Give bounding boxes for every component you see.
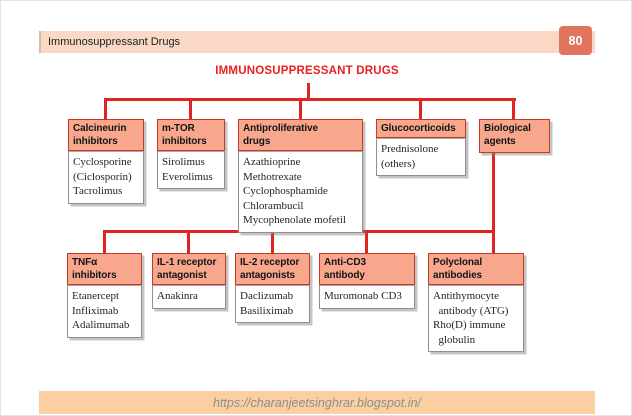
node-header: Anti-CD3 antibody [319,253,415,285]
node-items: Anakinra [152,285,226,309]
page-header-title: Immunosuppressant Drugs [48,36,181,48]
page-number-badge: 80 [559,26,592,55]
node-header: IL-2 receptor antagonists [235,253,310,285]
node-items: Daclizumab Basiliximab [235,285,310,324]
node-calcineurin-inhibitors: Calcineurin inhibitors Cyclosporine (Cic… [68,119,144,204]
node-tnf-alpha-inhibitors: TNFα inhibitors Etanercept Infliximab Ad… [67,253,142,338]
connector-row1-stub-4 [419,98,422,120]
node-mtor-inhibitors: m-TOR inhibitors Sirolimus Everolimus [157,119,225,190]
diagram-title: IMMUNOSUPPRESSANT DRUGS [215,65,399,77]
node-glucocorticoids: Glucocorticoids Prednisolone (others) [376,119,466,177]
node-items: Etanercept Infliximab Adalimumab [67,285,142,338]
node-il2-receptor-antagonists: IL-2 receptor antagonists Daclizumab Bas… [235,253,310,324]
node-header: Antiproliferative drugs [238,119,363,151]
node-header: Polyclonal antibodies [428,253,524,285]
node-header: Calcineurin inhibitors [68,119,144,151]
connector-row2-stub-2 [187,230,190,254]
node-items: Muromonab CD3 [319,285,415,309]
connector-title-stem [307,83,310,100]
connector-row1-hline [104,98,516,101]
connector-biological-stem [492,151,495,254]
node-header: IL-1 receptor antagonist [152,253,226,285]
connector-row1-stub-3 [299,98,302,120]
node-header: m-TOR inhibitors [157,119,225,151]
node-header: TNFα inhibitors [67,253,142,285]
node-items: Antithymocyte antibody (ATG) Rho(D) immu… [428,285,524,353]
node-header: Biological agents [479,119,550,153]
node-anti-cd3-antibody: Anti-CD3 antibody Muromonab CD3 [319,253,415,309]
node-header: Glucocorticoids [376,119,466,138]
node-il1-receptor-antagonist: IL-1 receptor antagonist Anakinra [152,253,226,309]
connector-row1-stub-2 [189,98,192,120]
footer-bar: https://charanjeetsinghrar.blogspot.in/ [39,391,595,414]
connector-row2-stub-4 [365,230,368,254]
page-header-bar: Immunosuppressant Drugs [39,31,595,53]
connector-row1-stub-1 [104,98,107,120]
node-antiproliferative-drugs: Antiproliferative drugs Azathioprine Met… [238,119,363,233]
connector-row1-stub-5 [512,98,515,120]
node-items: Azathioprine Methotrexate Cyclophosphami… [238,151,363,233]
footer-url: https://charanjeetsinghrar.blogspot.in/ [213,395,421,410]
node-polyclonal-antibodies: Polyclonal antibodies Antithymocyte anti… [428,253,524,353]
node-items: Sirolimus Everolimus [157,151,225,190]
connector-row2-stub-1 [103,230,106,254]
connector-row2-stub-3 [271,230,274,254]
node-biological-agents: Biological agents [479,119,550,153]
node-items: Prednisolone (others) [376,138,466,177]
node-items: Cyclosporine (Ciclosporin) Tacrolimus [68,151,144,204]
